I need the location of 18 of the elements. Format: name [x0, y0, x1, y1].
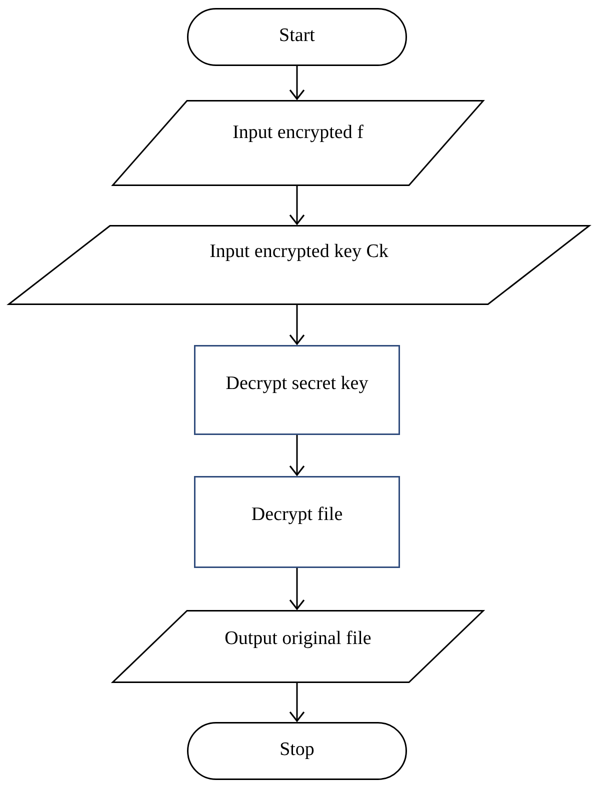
node-label: Input encrypted f [232, 122, 364, 144]
arrow [289, 435, 305, 476]
input-output-shape [112, 610, 484, 683]
node-label: Output original file [224, 628, 372, 650]
node-label: Start [278, 25, 316, 47]
input-output-shape [8, 225, 590, 305]
arrow [289, 683, 305, 722]
arrow [289, 305, 305, 345]
arrow [289, 186, 305, 225]
node-label: Stop [278, 739, 316, 761]
node-label: Decrypt file [250, 504, 344, 526]
arrow [289, 66, 305, 100]
node-label: Decrypt secret key [224, 373, 370, 395]
process-box [194, 345, 400, 435]
process-box [194, 476, 400, 568]
arrow [289, 568, 305, 610]
node-label: Input encrypted key Ck [208, 241, 390, 263]
input-output-shape [112, 100, 484, 186]
